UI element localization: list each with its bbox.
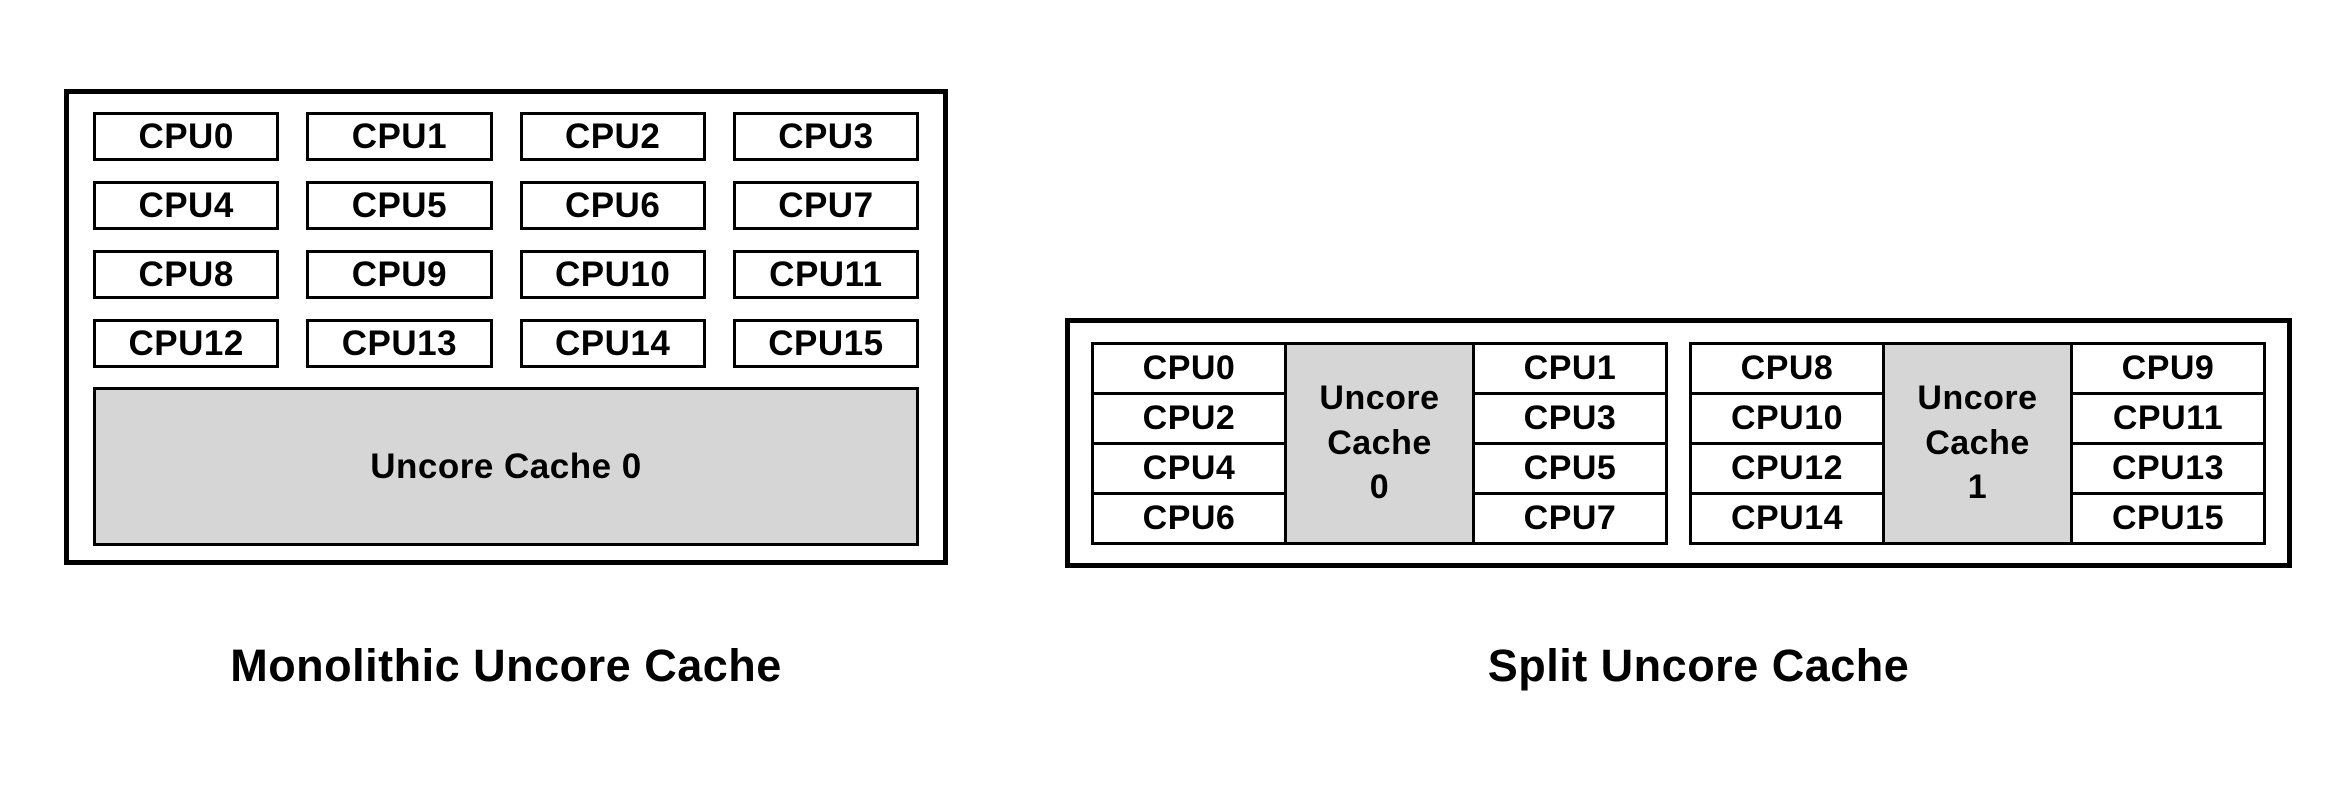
- cpu-box: CPU8: [93, 250, 280, 299]
- cluster-row: CPU8 Uncore Cache 1 CPU9: [1689, 341, 2266, 545]
- cpu-cell: CPU10: [1689, 391, 1885, 445]
- cpu-cell: CPU2: [1091, 391, 1287, 445]
- cpu-box: CPU0: [93, 112, 280, 161]
- cpu-cell: CPU15: [2070, 491, 2266, 545]
- cpu-cell: CPU14: [1689, 491, 1885, 545]
- cpu-cell: CPU5: [1472, 441, 1668, 495]
- cpu-cell: CPU1: [1472, 341, 1668, 395]
- cpu-box: CPU14: [519, 319, 706, 368]
- cpu-cell: CPU6: [1091, 491, 1287, 545]
- uncore-cache-0-box: Uncore Cache 0: [93, 387, 919, 546]
- cpu-box: CPU6: [519, 181, 706, 230]
- cpu-cell: CPU4: [1091, 441, 1287, 495]
- cpu-box: CPU4: [93, 181, 280, 230]
- monolithic-diagram: CPU0 CPU1 CPU2 CPU3 CPU4 CPU5 CPU6 CPU7 …: [64, 89, 948, 565]
- cpu-box: CPU11: [732, 250, 919, 299]
- cluster-row: CPU2 CPU3: [1091, 391, 1668, 445]
- monolithic-caption: Monolithic Uncore Cache: [230, 640, 782, 691]
- cpu-box: CPU5: [306, 181, 493, 230]
- split-caption: Split Uncore Cache: [1487, 640, 1910, 691]
- uncore-cache-line: Cache: [1327, 423, 1432, 462]
- split-diagram: CPU0 Uncore Cache 0 CPU1 CPU2 CPU3 CPU4 …: [1065, 318, 2292, 568]
- cpu-box: CPU7: [732, 181, 919, 230]
- uncore-cache-line: Uncore: [1917, 378, 2038, 417]
- cluster-row: CPU12 CPU13: [1689, 441, 2266, 495]
- cpu-cell: CPU9: [2070, 341, 2266, 395]
- split-cluster-0: CPU0 Uncore Cache 0 CPU1 CPU2 CPU3 CPU4 …: [1091, 341, 1668, 545]
- cpu-cell: CPU8: [1689, 341, 1885, 395]
- cpu-box: CPU2: [519, 112, 706, 161]
- cpu-cell: CPU12: [1689, 441, 1885, 495]
- cpu-box: CPU1: [306, 112, 493, 161]
- cpu-cell: CPU0: [1091, 341, 1287, 395]
- cpu-cell: CPU11: [2070, 391, 2266, 445]
- cpu-box: CPU12: [93, 319, 280, 368]
- cpu-cell: CPU7: [1472, 491, 1668, 545]
- cluster-row: CPU0 Uncore Cache 0 CPU1: [1091, 341, 1668, 545]
- monolithic-cpu-grid: CPU0 CPU1 CPU2 CPU3 CPU4 CPU5 CPU6 CPU7 …: [93, 112, 919, 368]
- uncore-cache-line: 0: [1369, 468, 1390, 507]
- cluster-row: CPU14 CPU15: [1689, 491, 2266, 545]
- split-cluster-1: CPU8 Uncore Cache 1 CPU9 CPU10 CPU11 CPU…: [1689, 341, 2266, 545]
- uncore-cache-0-cell: Uncore Cache 0: [1284, 341, 1475, 545]
- cpu-box: CPU3: [732, 112, 919, 161]
- cpu-cell: CPU13: [2070, 441, 2266, 495]
- uncore-cache-line: Cache: [1925, 423, 2030, 462]
- cpu-box: CPU10: [519, 250, 706, 299]
- cluster-row: CPU10 CPU11: [1689, 391, 2266, 445]
- cluster-row: CPU4 CPU5: [1091, 441, 1668, 495]
- cpu-box: CPU15: [732, 319, 919, 368]
- cluster-row: CPU6 CPU7: [1091, 491, 1668, 545]
- uncore-cache-line: 1: [1967, 468, 1988, 507]
- uncore-cache-line: Uncore: [1319, 378, 1440, 417]
- cpu-cell: CPU3: [1472, 391, 1668, 445]
- uncore-cache-1-cell: Uncore Cache 1: [1882, 341, 2073, 545]
- cpu-box: CPU13: [306, 319, 493, 368]
- cpu-box: CPU9: [306, 250, 493, 299]
